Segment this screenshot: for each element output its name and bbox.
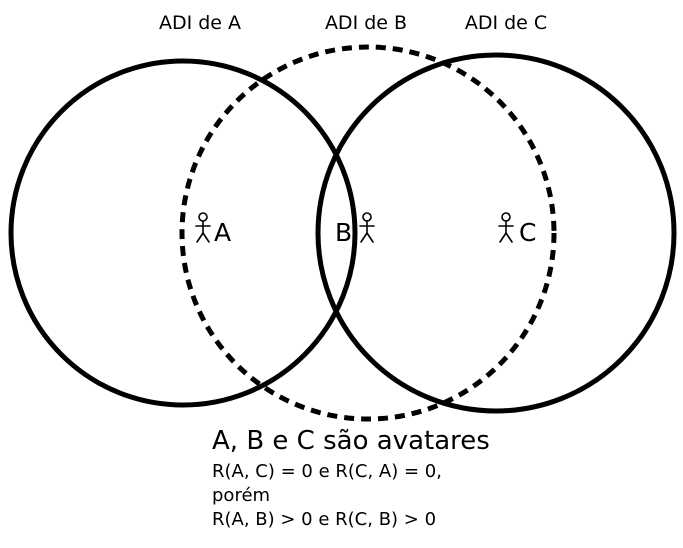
aoi-circle-b [179,44,557,422]
aoi-circle-c [315,52,677,414]
aoi-label-a: ADI de A [159,12,241,34]
caption-line-1: R(A, C) = 0 e R(C, A) = 0, [212,461,442,482]
aoi-label-c: ADI de C [465,12,547,34]
caption: A, B e C são avatares R(A, C) = 0 e R(C,… [212,428,490,532]
avatar-label-c: C [519,218,536,247]
avatar-c-icon [498,212,514,243]
avatar-label-b: B [335,218,352,247]
avatar-label-a: A [214,218,231,247]
avatar-b-icon [359,212,375,243]
aoi-label-b: ADI de B [325,12,407,34]
caption-title: A, B e C são avatares [212,426,490,456]
caption-line-2: porém [212,485,271,506]
avatar-a-icon [195,212,211,243]
caption-line-3: R(A, B) > 0 e R(C, B) > 0 [212,509,437,530]
aoi-circle-a [8,58,358,408]
